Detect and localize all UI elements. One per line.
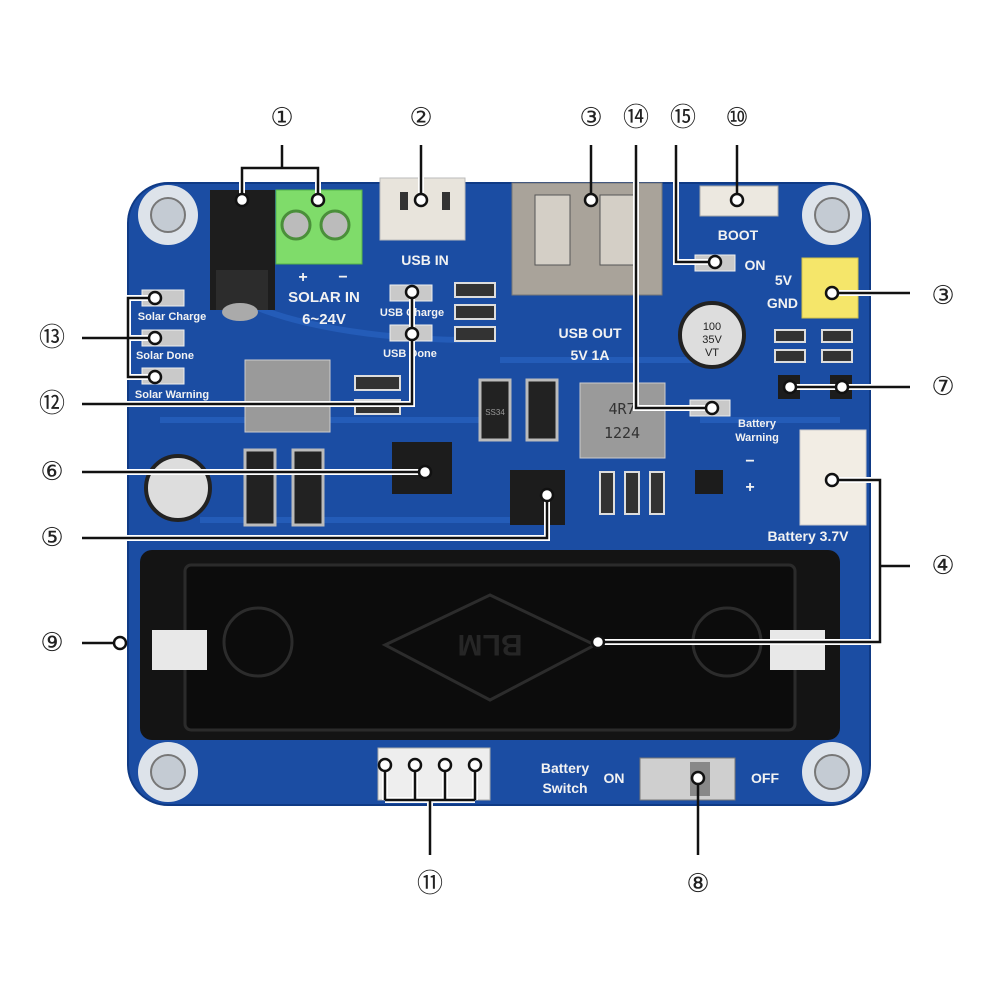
callout-9: ⑨ (40, 628, 63, 658)
mounting-holes (138, 185, 862, 802)
pin-gnd-label: GND (767, 295, 798, 311)
switch-on-label: ON (604, 770, 625, 786)
solar-plus-label: + (298, 269, 307, 286)
battery-switch (639, 757, 736, 801)
callout-14: ⑭ (623, 103, 649, 133)
usb-in-label: USB IN (401, 252, 448, 268)
callout-12: ⑫ (39, 389, 65, 419)
inductor-right (579, 382, 666, 459)
battery-switch-label-2: Switch (542, 780, 587, 796)
callout-7: ⑦ (931, 372, 954, 402)
callout-3-header: ③ (931, 281, 954, 311)
battery-holder-18650 (140, 550, 840, 740)
smd-resistors (354, 282, 853, 515)
inductor-value-label: 4R7 (608, 400, 635, 418)
callout-11: ⑪ (417, 869, 443, 899)
cap-label: 100 (703, 321, 721, 333)
diodes (243, 378, 559, 527)
battery-connector-label: Battery 3.7V (768, 528, 850, 544)
callout-6: ⑥ (40, 457, 63, 487)
callout-8: ⑧ (686, 869, 709, 899)
solar-range-label: 6~24V (302, 311, 346, 328)
solar-done-label: Solar Done (136, 350, 194, 362)
inductor-left (244, 359, 331, 433)
callout-1: ① (270, 103, 293, 133)
callout-3-usb-out: ③ (579, 103, 602, 133)
solar-warning-label: Solar Warning (135, 389, 209, 401)
battery-switch-label-1: Battery (541, 760, 589, 776)
battery-warning-label-2: Warning (735, 432, 779, 444)
switch-off-label: OFF (751, 770, 779, 786)
callout-4: ④ (931, 551, 954, 581)
dc-jack (210, 190, 275, 321)
battery-warning-label-1: Battery (738, 418, 777, 430)
solar-in-label: SOLAR IN (288, 289, 360, 306)
callout-15: ⑮ (670, 103, 696, 133)
usb-out-rating-label: 5V 1A (571, 347, 610, 363)
boot-label: BOOT (718, 227, 759, 243)
diode-label: SS34 (485, 408, 505, 417)
callout-13: ⑬ (39, 323, 65, 353)
cap-voltage-label: 35V (702, 334, 722, 346)
pin-5v-label: 5V (775, 272, 793, 288)
battery-minus-label: − (745, 453, 754, 470)
callout-5: ⑤ (40, 523, 63, 553)
usb-out-label: USB OUT (559, 325, 622, 341)
solar-minus-label: − (338, 269, 347, 286)
holder-logo: BLM (458, 628, 523, 661)
leader-lines (82, 145, 910, 855)
callout-2: ② (409, 103, 432, 133)
cap-series-label: VT (705, 347, 719, 359)
inductor-code-label: 1224 (604, 424, 640, 442)
solar-charge-label: Solar Charge (138, 311, 206, 323)
boost-ic (510, 470, 565, 525)
on-led-label: ON (745, 257, 766, 273)
battery-plus-label: + (745, 479, 754, 496)
callout-10: ⑩ (725, 103, 748, 133)
callout-numbers: ① ② ③ ⑭ ⑮ ⑩ ③ ⑦ ④ ⑬ ⑫ ⑥ ⑤ ⑨ ⑪ ⑧ (39, 103, 955, 899)
